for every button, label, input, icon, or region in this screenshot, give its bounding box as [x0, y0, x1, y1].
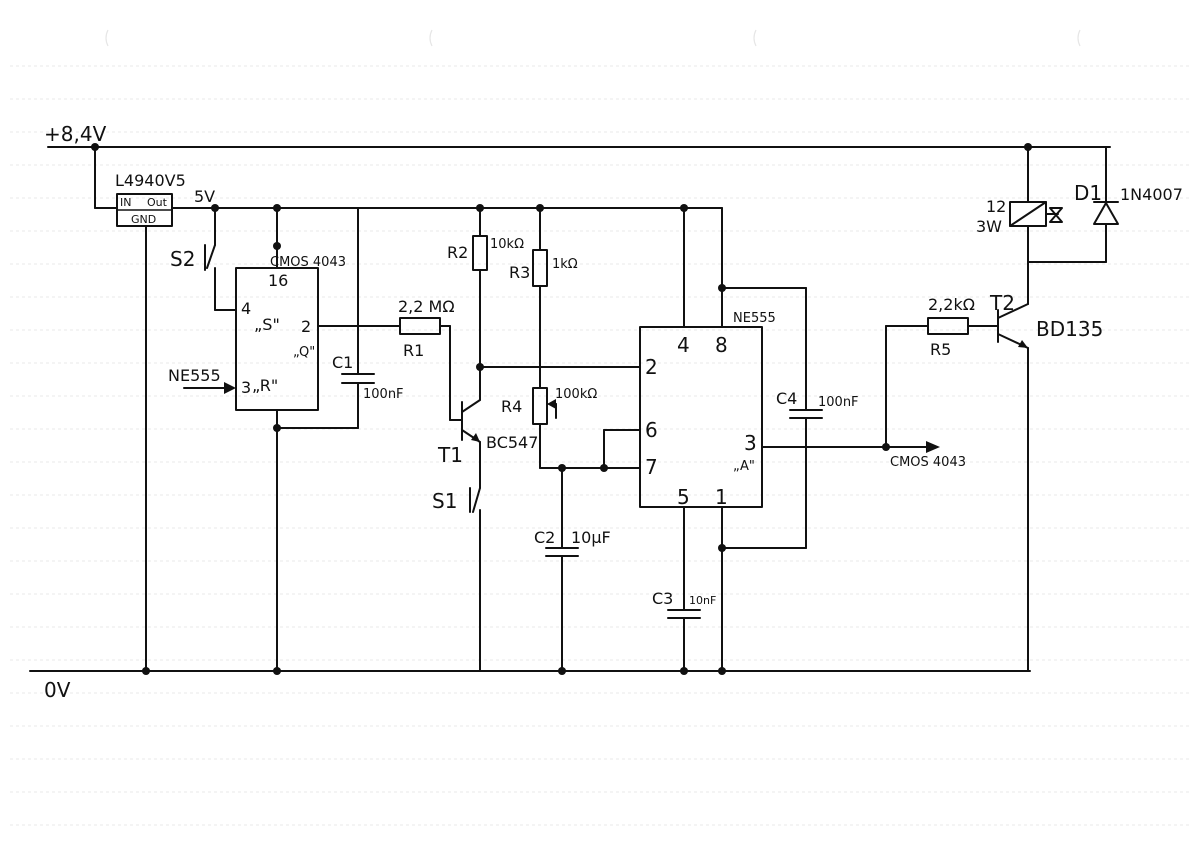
c3-value: 10nF [689, 594, 716, 607]
r4-name: R4 [501, 397, 522, 416]
ground-label: 0V [44, 678, 71, 702]
latch-ic: CMOS 4043 16 4 „S" 2 „Q" 3 „R" [235, 207, 359, 672]
timer-pin8: 8 [715, 333, 728, 357]
switch-s1: S1 [432, 487, 481, 672]
resistor-r1: 2,2 MΩ R1 [317, 297, 463, 421]
s1-label: S1 [432, 489, 457, 513]
relay-voltage: 12 [986, 197, 1006, 216]
latch-pin2-name: „Q" [293, 345, 315, 360]
c2-value: 10µF [571, 528, 611, 547]
timer-pin3-name: „A" [733, 459, 755, 474]
c3-name: C3 [652, 589, 673, 608]
latch-pin4-name: „S" [254, 315, 280, 334]
capacitor-c1: C1 100nF [332, 207, 404, 402]
r5-name: R5 [930, 340, 951, 359]
timer-pin1: 1 [715, 485, 728, 509]
regulator-part: L4940V5 [115, 171, 186, 190]
latch-pin2: 2 [301, 317, 311, 336]
r5-value: 2,2kΩ [928, 295, 975, 314]
c1-value: 100nF [363, 387, 404, 402]
supply-rail: +8,4V [44, 122, 1111, 148]
timer-output: CMOS 4043 [761, 325, 966, 470]
latch-pin3-name: „R" [252, 376, 278, 395]
cmos-output-label: CMOS 4043 [890, 455, 966, 470]
timer-ground-and-c4: C4 100nF [721, 287, 859, 672]
junction-dots [91, 143, 1032, 675]
transistor-t2: T2 BD135 [989, 261, 1103, 672]
t2-part: BD135 [1036, 317, 1103, 341]
capacitor-c3: C3 10nF [652, 506, 716, 672]
c1-name: C1 [332, 353, 353, 372]
d1-name: D1 [1074, 181, 1102, 205]
resistor-r3: R3 1kΩ [509, 207, 578, 389]
timer-pin6: 6 [645, 418, 658, 442]
r4-value: 100kΩ [555, 387, 597, 402]
r1-name: R1 [403, 341, 424, 360]
supply-label: +8,4V [44, 122, 107, 146]
resistor-r5: 2,2kΩ R5 [927, 295, 999, 359]
timer-pin2: 2 [645, 355, 658, 379]
timer-ic: NE555 4 8 2 6 7 3 „A" 5 1 [639, 207, 807, 509]
d1-part: 1N4007 [1120, 185, 1183, 204]
switch-s2: S2 [170, 207, 237, 311]
timer-part: NE555 [733, 311, 776, 326]
ground-rail: 0V [29, 670, 1031, 702]
potentiometer-r4: R4 100kΩ [501, 387, 641, 469]
five-volt-label: 5V [194, 187, 215, 206]
r2-name: R2 [447, 243, 468, 262]
c2-name: C2 [534, 528, 555, 547]
timer-body [639, 326, 763, 508]
regulator-pin-in: IN [120, 196, 131, 209]
pin6-pin7-bridge [603, 429, 641, 469]
timer-pin5: 5 [677, 485, 690, 509]
r3-name: R3 [509, 263, 530, 282]
regulator-pin-out: Out [147, 196, 168, 209]
relay-power: 3W [976, 217, 1002, 236]
ruled-paper-lines [10, 65, 1190, 826]
t2-name: T2 [989, 291, 1015, 315]
ne555-input-label: NE555 [168, 366, 221, 385]
resistor-r2: R2 10kΩ [447, 207, 524, 401]
diode-d1: D1 1N4007 [1074, 146, 1183, 263]
r3-value: 1kΩ [552, 257, 578, 272]
timer-pin7: 7 [645, 455, 658, 479]
relay: 12 3W [976, 146, 1107, 263]
latch-pin4: 4 [241, 299, 251, 318]
capacitor-c2: C2 10µF [534, 467, 611, 672]
c4-name: C4 [776, 389, 797, 408]
latch-pin3: 3 [241, 378, 251, 397]
ne555-input: NE555 [168, 366, 236, 394]
transistor-t1: T1 BC547 [437, 399, 538, 489]
s2-label: S2 [170, 247, 195, 271]
r2-value: 10kΩ [490, 237, 524, 252]
t1-part: BC547 [486, 433, 538, 452]
timer-pin3: 3 [744, 431, 757, 455]
latch-pin16: 16 [268, 271, 288, 290]
regulator-pin-gnd: GND [131, 213, 156, 226]
timer-pin4: 4 [677, 333, 690, 357]
t1-name: T1 [437, 443, 463, 467]
regulator: L4940V5 IN Out GND 5V [94, 146, 723, 672]
latch-part: CMOS 4043 [270, 255, 346, 270]
binder-holes [105, 29, 1081, 47]
r1-value: 2,2 MΩ [398, 297, 455, 316]
c4-value: 100nF [818, 395, 859, 410]
